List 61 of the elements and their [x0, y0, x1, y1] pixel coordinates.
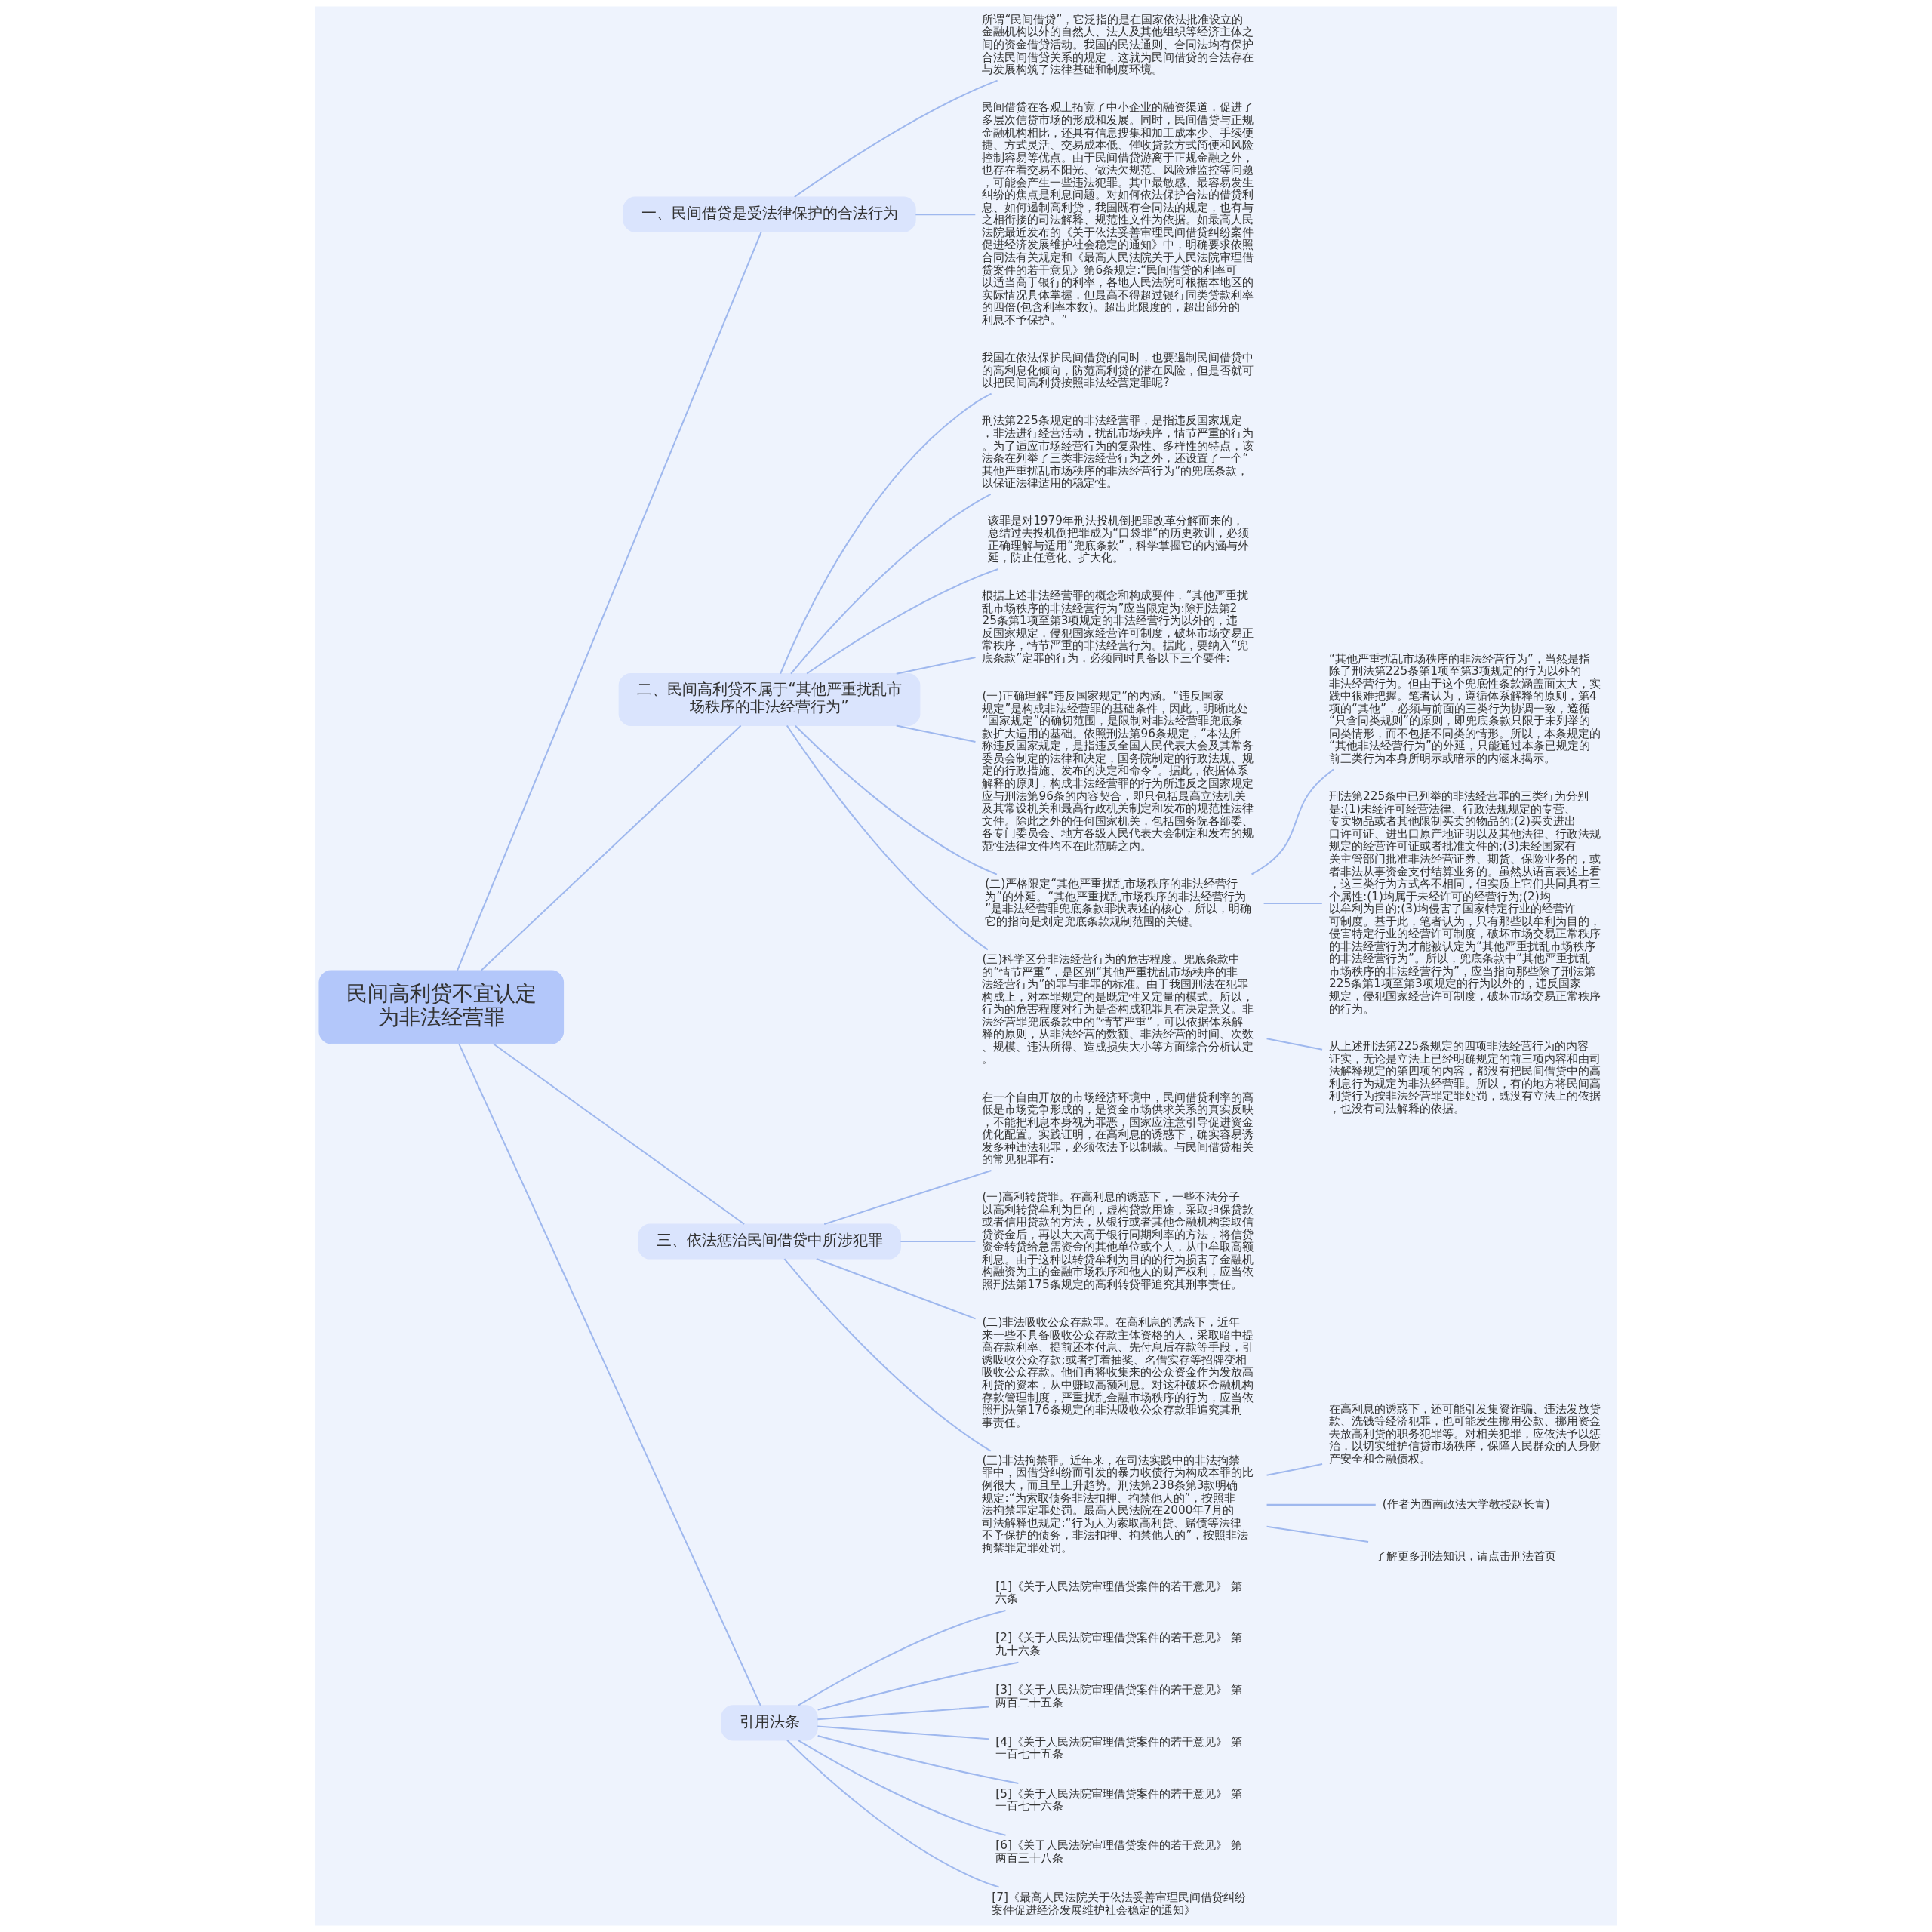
connector	[457, 1043, 761, 1706]
connector	[797, 1739, 1006, 1836]
connector	[1266, 1503, 1376, 1506]
connector	[1263, 902, 1322, 904]
node-text: [1]《关于人民法院审理借贷案件的若干意见》 第六条	[995, 1579, 1242, 1606]
connector	[817, 1706, 989, 1721]
connector	[896, 724, 976, 743]
connector	[900, 1241, 975, 1243]
connector	[823, 1169, 992, 1226]
node-text: [4]《关于人民法院审理借贷案件的若干意见》 第一百七十五条	[995, 1734, 1242, 1761]
connector	[806, 568, 998, 675]
connector	[817, 1661, 1019, 1711]
node-text: [7]《最高人民法院关于依法妥善审理民间借贷纠纷案件促进经济发展维护社会稳定的通知》	[991, 1890, 1246, 1917]
node-text: 根据上述非法经营罪的概念和构成要件，“其他严重扰乱市场秩序的非法经营行为”应当限定为:除刑法第225条第1项至第3项规定的非法经营行为以外的，违反国家规定，侵犯国家经营许可制度，破坏市场交易正常秩序，情节严重的非法经营行为。据此，要纳入“兜底条款”定罪的行为，必须同时具备以下三个要件:	[982, 589, 1254, 665]
node-text: 从上述刑法第225条规定的四项非法经营行为的内容证实，无论是立法上已经明确规定的前三项内容和由司法解释规定的第四项的内容，都没有把民间借贷中的高利息行为规定为非法经营罪。所以，有的地方将民间高利贷行为按非法经营罪定罪处罚，既没有立法上的依据，也没有司法解释的依据。	[1328, 1039, 1601, 1115]
connector	[786, 1740, 999, 1888]
node-text: 所谓“民间借贷”，它泛指的是在国家依法批准设立的金融机构以外的自然人、法人及其他组织等经济主体之间的资金借贷活动。我国的民法通则、合同法均有保护合法民间借贷关系的规定，这就为民间借贷的合法存在与发展构筑了法律基础和制度环境。	[982, 12, 1254, 77]
connector	[793, 79, 998, 198]
node-text: (一)高利转贷罪。在高利息的诱惑下，一些不法分子以高利转贷牟利为目的，虚构贷款用途，采取担保贷款或者信用贷款的方法，从银行或者其他金融机构套取信贷资金后，再以大大高于银行同期利率的方法，将信贷资金转贷给急需资金的其他单位或个人，从中牟取高额利息。由于这种以转贷牟利为目的的行为损害了金融机构融资为主的金融市场秩序和他人的财产权利，应当依照刑法第175条规定的高利转贷罪追究其刑事责任。	[982, 1190, 1254, 1291]
node-text: 该罪是对1979年刑法投机倒把罪改革分解而来的，总结过去投机倒把罪成为“口袋罪”的历史教训，必须正确理解与适用“兜底条款”，科学掌握它的内涵与外延，防止任意化、扩大化。	[987, 513, 1249, 565]
connector	[456, 231, 762, 971]
node-text: 在高利息的诱惑下，还可能引发集资诈骗、违法发放贷款、洗钱等经济犯罪，也可能发生挪用公款、挪用资金去放高利贷的职务犯罪等。对相关犯罪，应依法予以惩治，以切实维护信贷市场秩序，保障人民群众的人身财产安全和金融债权。	[1328, 1401, 1601, 1466]
connector	[915, 214, 975, 216]
connector	[817, 1725, 989, 1740]
connector	[783, 1258, 991, 1452]
node-text: [3]《关于人民法院审理借贷案件的若干意见》 第两百二十五条	[995, 1683, 1242, 1709]
connector	[896, 657, 976, 675]
node-text: 我国在依法保护民间借贷的同时，也要遏制民间借贷中的高利息化倾向，防范高利贷的潜在风险，但是否就可以把民间高利贷按照非法经营定罪呢?	[982, 351, 1254, 390]
node-text: [6]《关于人民法院审理借贷案件的若干意见》 第两百三十八条	[995, 1838, 1242, 1865]
connector	[1266, 1038, 1322, 1051]
connector	[480, 724, 741, 971]
node-text: (三)非法拘禁罪。近年来，在司法实践中的非法拘禁罪中，因借贷纠纷而引发的暴力收债行为构成本罪的比例很大，而且呈上升趋势。刑法第238条第3款明确规定:“为索取债务非法扣押、拘禁他人的”，按照非法拘禁罪定罪处罚。最高人民法院在2000年7月的司法解释也规定:“行为人为索取高利贷、赌债等法律不予保护的债务，非法扣押、拘禁他人的”，按照非法拘禁罪定罪处罚。	[982, 1453, 1254, 1555]
connector	[779, 392, 992, 675]
node-text: 在一个自由开放的市场经济环境中，民间借贷利率的高低是市场竞争形成的，是资金市场供求关系的真实反映，不能把利息本身视为罪恶，国家应注意引导促进资金优化配置。实践证明，在高利息的诱惑下，确实容易诱发多种违法犯罪，必须依法予以制裁。与民间借贷相关的常见犯罪有:	[982, 1090, 1254, 1167]
node-text: [5]《关于人民法院审理借贷案件的若干意见》 第一百七十六条	[995, 1786, 1242, 1814]
node-box: 引用法条	[720, 1705, 818, 1741]
connector	[789, 493, 991, 675]
node-text: 了解更多刑法知识，请点击刑法首页	[1374, 1549, 1556, 1563]
node-box: 二、民间高利贷不属于“其他严重扰乱市场秩序的非法经营行为”	[618, 673, 920, 727]
node-text: (作者为西南政法大学教授赵长青)	[1382, 1497, 1550, 1511]
connector	[492, 1043, 745, 1225]
node-box: 三、依法惩治民间借贷中所涉犯罪	[637, 1223, 901, 1260]
node-text: 刑法第225条规定的非法经营罪，是指违反国家规定，非法进行经营活动，扰乱市场秩序，情节严重的行为。为了适应市场经营行为的复杂性、多样性的特点，该法条在列举了三类非法经营行为之外，还设置了一个“其他严重扰乱市场秩序的非法经营行为”的兜底条款，以保证法律适用的稳定性。	[982, 414, 1254, 491]
node-text: [2]《关于人民法院审理借贷案件的若干意见》 第九十六条	[995, 1631, 1242, 1657]
connector	[1251, 768, 1334, 875]
node-box: 民间高利贷不宜认定为非法经营罪	[318, 970, 564, 1044]
node-text: (一)正确理解“违反国家规定”的内涵。“违反国家规定”是构成非法经营罪的基础条件，因此，明晰此处“国家规定”的确切范围，是限制对非法经营罪兜底条款扩大适用的基础。依照刑法第96条规定，“本法所称违反国家规定，是指违反全国人民代表大会及其常务委员会制定的法律和决定，国务院制定的行政法规、规定的行政措施、发布的决定和命令”。据此，依据体系解释的原则，构成非法经营罪的行为所违反之国家规定应与刑法第96条的内容契合，即只包括最高立法机关及其常设机关和最高行政机关制定和发布的规范性法律文件。除此之外的任何国家机关，包括国务院各部委、各专门委员会、地方各级人民代表大会制定和发布的规范性法律文件均不在此范畴之内。	[982, 689, 1254, 853]
node-text: 刑法第225条中已列举的非法经营罪的三类行为分别是:(1)未经许可经营法律、行政法规规定的专营、专卖物品或者其他限制买卖的物品的;(2)买卖进出口许可证、进出口原产地证明以及其他法律、行政法规规定的经营许可证或者批准文件的;(3)未经国家有关主管部门批准非法经营证券、期货、保险业务的，或者非法从事资金支付结算业务的。虽然从语言表述上看，这三类行为方式各不相同，但实质上它们共同具有三个属性:(1)均属于未经许可的经营行为;(2)均以牟利为目的;(3)均侵害了国家特定行业的经营许可制度。基于此，笔者认为，只有那些以牟利为目的，侵害特定行业的经营许可制度，破坏市场交易正常秩序的非法经营行为才能被认定为“其他严重扰乱市场秩序的非法经营行为”。所以，兜底条款中“其他严重扰乱市场秩序的非法经营行为”，应当指向那些除了刑法第225条第1项至第3项规定的行为以外的，违反国家规定，侵犯国家经营许可制度，破坏市场交易正常秩序的行为。	[1328, 789, 1601, 1016]
connector	[786, 724, 988, 951]
node-text: (二)严格限定“其他严重扰乱市场秩序的非法经营行为”的外延。“其他严重扰乱市场秩序的非法经营行为”是非法经营罪兜底条款罪状表述的核心，所以，明确它的指向是划定兜底条款规制范围的关键。	[984, 877, 1251, 928]
connector	[1266, 1525, 1368, 1543]
connector	[1266, 1463, 1322, 1476]
node-text: “其他严重扰乱市场秩序的非法经营行为”，当然是指除了刑法第225条第1项至第3项规定的行为以外的非法经营行为。但由于这个兜底性条款涵盖面太大，实践中很难把握。笔者认为，遵循体系解释的原则，第4项的“其他”，必须与前面的三类行为协调一致，遵循“只含同类规则”的原则，即兜底条款只限于未列举的同类情形，而不包括不同类的情形。所以，本条规定的“其他非法经营行为”的外延，只能通过本条已规定的前三类行为本身所明示或暗示的内涵来揭示。	[1328, 651, 1601, 765]
node-text: (二)非法吸收公众存款罪。在高利息的诱惑下，近年来一些不具备吸收公众存款主体资格的人，采取暗中提高存款利率、提前还本付息、先付息后存款等手段，引诱吸收公众存款;或者打着抽奖、名借实存等招牌变相吸收公众存款。他们再将收集来的公众资金作为发放高利贷的资本，从中赚取高额利息。对这种破坏金融机构存款管理制度，严重扰乱金融市场秩序的行为，应当依照刑法第176条规定的非法吸收公众存款罪追究其刑事责任。	[982, 1315, 1254, 1429]
connector	[794, 724, 997, 875]
node-text: 民间借贷在客观上拓宽了中小企业的融资渠道，促进了多层次信贷市场的形成和发展。同时，民间借贷与正规金融机构相比，还具有信息搜集和加工成本少、手续便捷、方式灵活、交易成本低、催收贷款方式简便和风险控制容易等优点。由于民间借贷游离于正规金融之外，也存在着交易不阳光、做法欠规范、风险难监控等问题，可能会产生一些违法犯罪。其中最敏感、最容易发生纠纷的焦点是利息问题。对如何依法保护合法的借贷利息、如何遏制高利贷，我国既有合同法的规定，也有与之相衔接的司法解释、规范性文件为依据。如最高人民法院最近发布的《关于依法妥善审理民间借贷纠纷案件促进经济发展维护社会稳定的通知》中，明确要求依照合同法有关规定和《最高人民法院关于人民法院审理借贷案件的若干意见》第6条规定:“民间借贷的利率可以适当高于银行的利率，各地人民法院可根据本地区的实际情况具体掌握，但最高不得超过银行同类贷款利率的四倍(包含利率本数)。超出此限度的，超出部分的利息不予保护。”	[982, 100, 1254, 327]
connector	[817, 1735, 1019, 1785]
node-text: (三)科学区分非法经营行为的危害程度。兜底条款中的“情节严重”，是区别“其他严重扰乱市场秩序的非法经营行为”的罪与非罪的标准。由于我国刑法在犯罪构成上，对本罪规定的是既定性又定量的模式。所以，行为的危害程度对行为是否构成犯罪具有决定意义。非法经营罪兜底条款中的“情节严重”，可以依据体系解释的原则，从非法经营的数额、非法经营的时间、次数、规模、违法所得、造成损失大小等方面综合分析认定。	[982, 952, 1254, 1066]
connector	[816, 1258, 976, 1320]
connector	[797, 1609, 1006, 1706]
node-box: 一、民间借贷是受法律保护的合法行为	[622, 196, 916, 232]
